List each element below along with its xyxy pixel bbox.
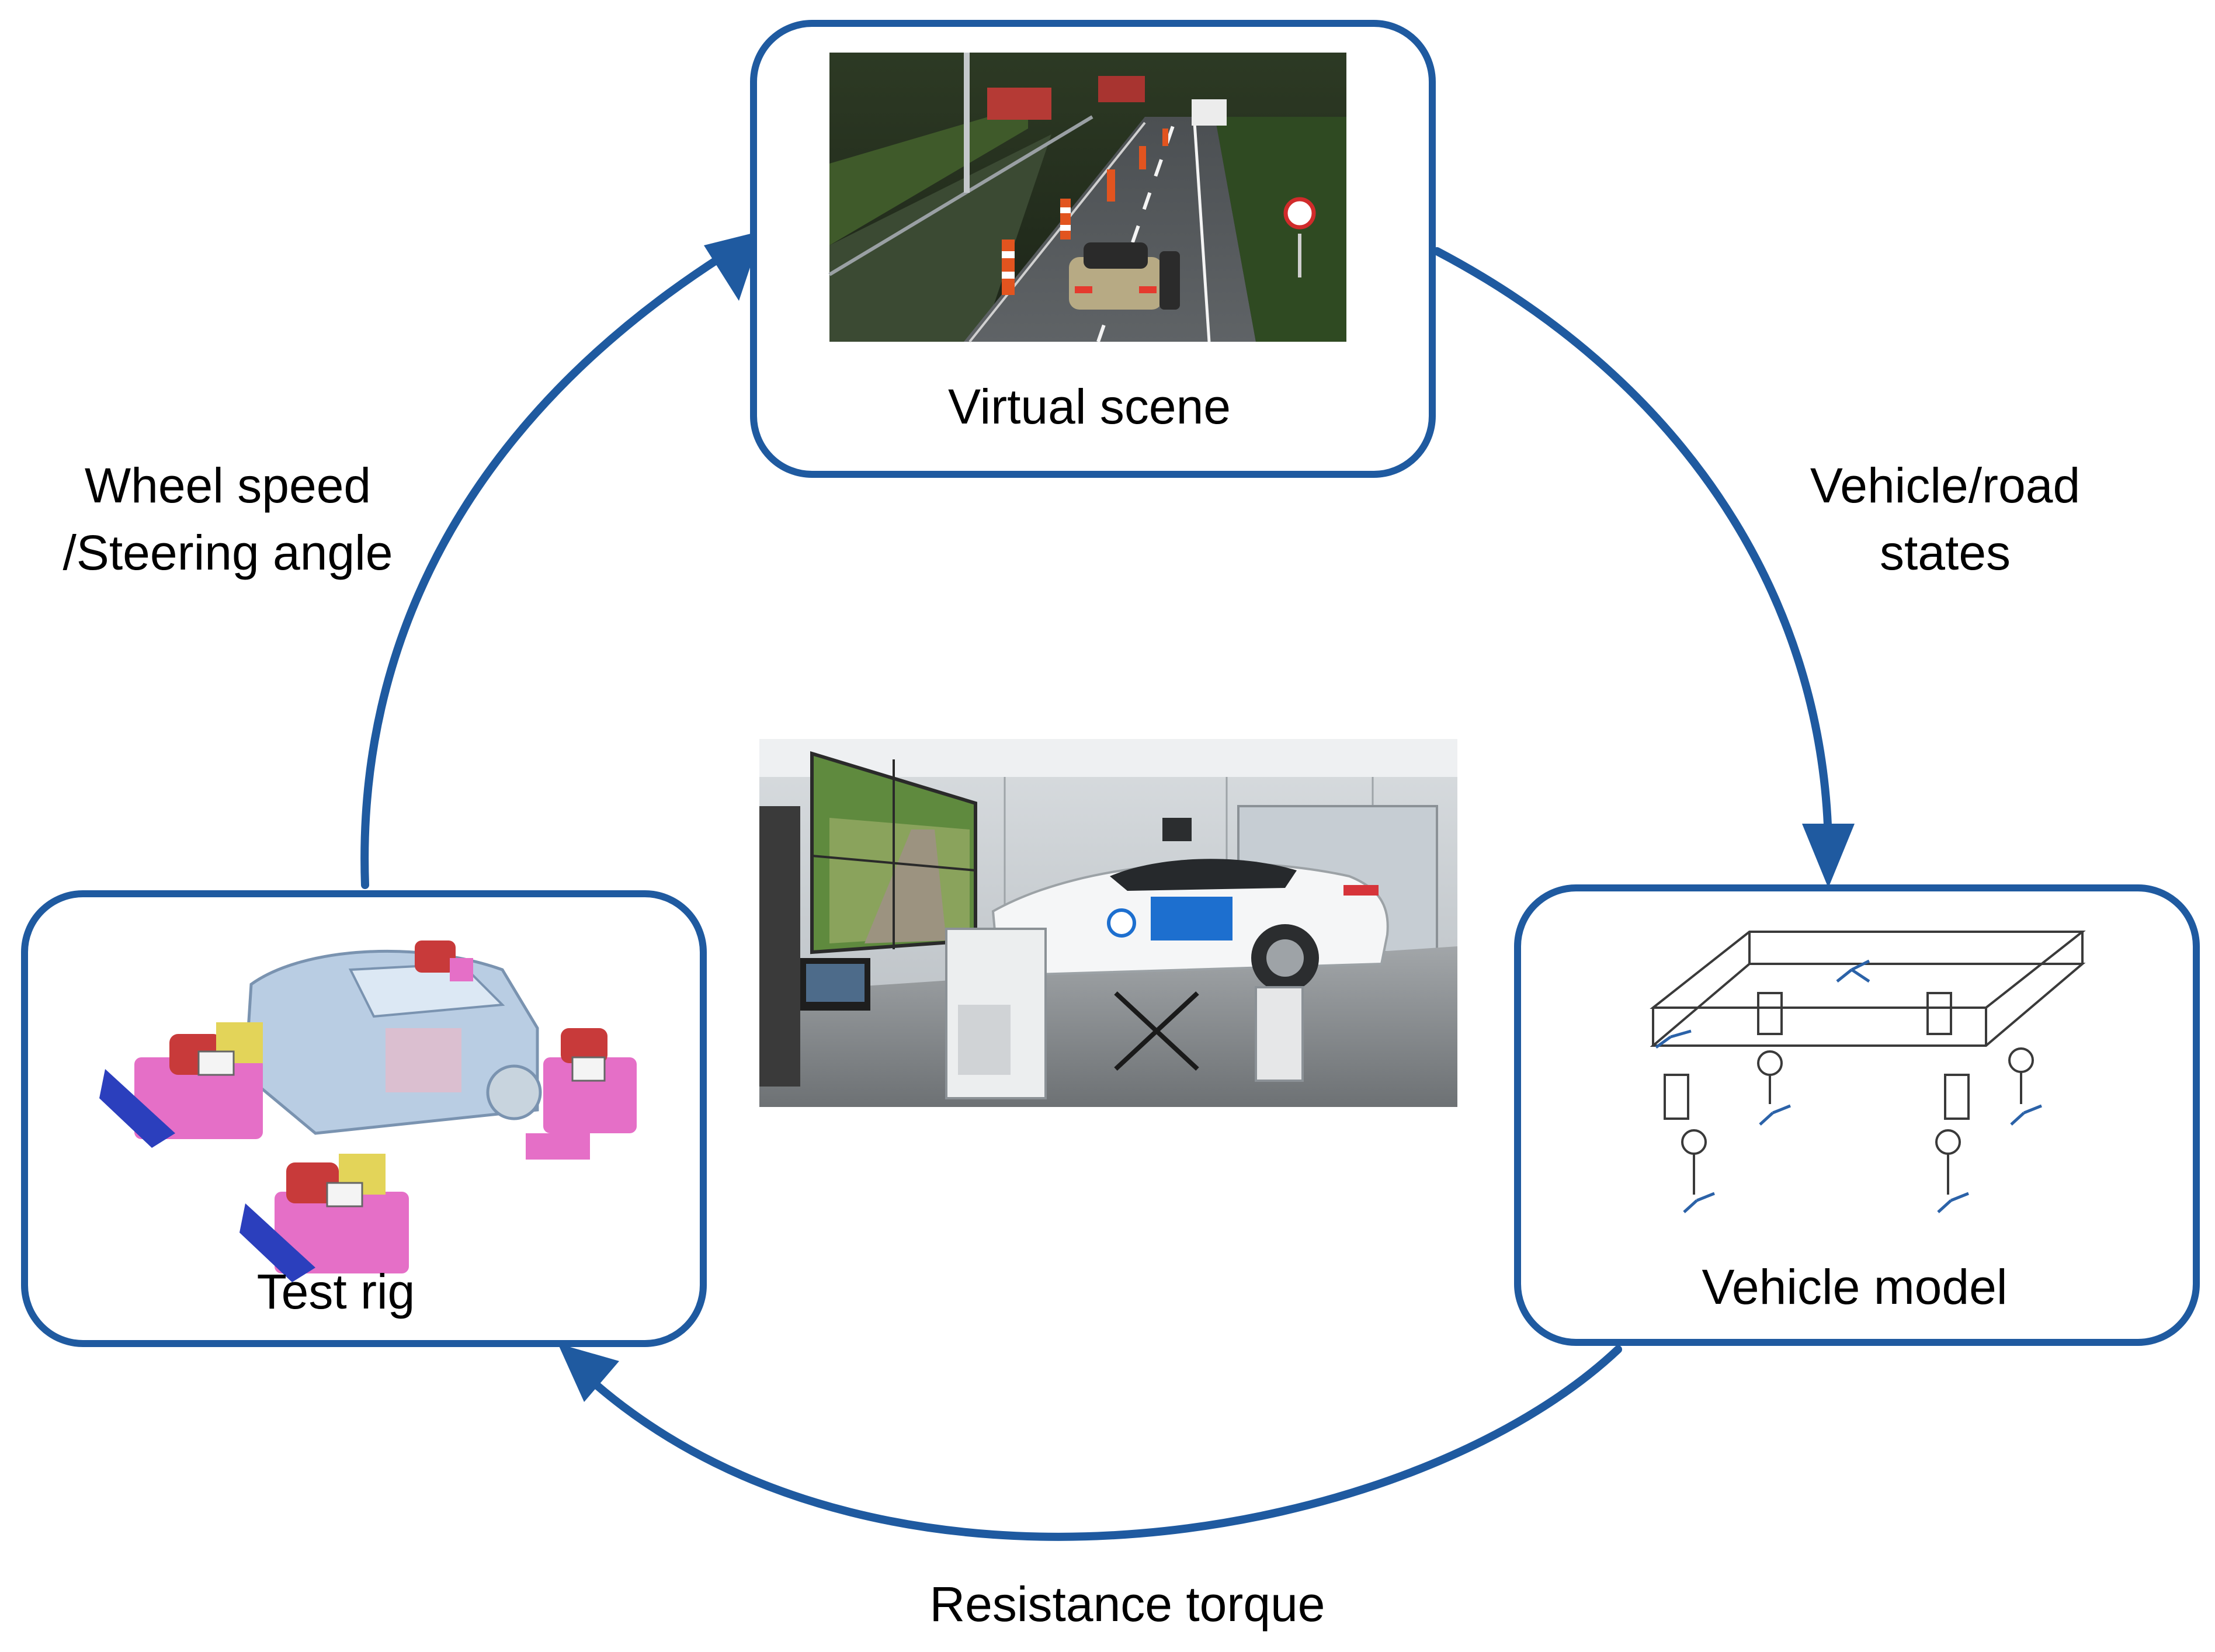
arc-scene-to-model bbox=[1433, 247, 1832, 845]
loop-arcs bbox=[360, 247, 1832, 1541]
edge-label-vehicle-road-states-line1: Vehicle/road bbox=[1810, 458, 2080, 513]
test-rig-label: Test rig bbox=[257, 1264, 415, 1319]
edge-label-vehicle-road-states-line2: states bbox=[1880, 525, 2011, 580]
arc-model-to-rig bbox=[592, 1345, 1622, 1541]
arrowhead-up-right-icon bbox=[704, 231, 762, 301]
edge-label-wheel-speed-line1: Wheel speed bbox=[85, 458, 371, 513]
vehicle-model-label: Vehicle model bbox=[1702, 1259, 2008, 1314]
node-virtual-scene: Virtual scene bbox=[750, 20, 1436, 478]
rig-module-icons bbox=[99, 940, 637, 1282]
edge-label-resistance-torque: Resistance torque bbox=[929, 1577, 1325, 1632]
vehicle-model-schematic bbox=[1650, 931, 2086, 1195]
edge-label-wheel-speed-line2: /Steering angle bbox=[63, 525, 393, 580]
axes-icons bbox=[1655, 959, 2042, 1213]
test-rig-render bbox=[99, 940, 637, 1282]
car-icon bbox=[1069, 242, 1180, 310]
arc-rig-to-scene bbox=[360, 253, 725, 889]
center-lab-photo bbox=[759, 739, 1457, 1107]
arrowhead-down-icon bbox=[1802, 824, 1855, 888]
node-box bbox=[1514, 884, 2200, 1346]
speed-sign-icon bbox=[1283, 197, 1316, 230]
virtual-scene-label: Virtual scene bbox=[948, 379, 1231, 434]
arrowheads bbox=[558, 231, 1855, 1402]
virtual-road-image bbox=[828, 53, 1346, 343]
edge-labels: Vehicle/road states Resistance torque Wh… bbox=[63, 458, 2080, 1632]
node-vehicle-model: Vehicle model bbox=[1514, 884, 2200, 1346]
test-vehicle-icon bbox=[991, 818, 1389, 992]
arrowhead-left-icon bbox=[558, 1344, 619, 1402]
node-test-rig: Test rig bbox=[21, 890, 707, 1347]
